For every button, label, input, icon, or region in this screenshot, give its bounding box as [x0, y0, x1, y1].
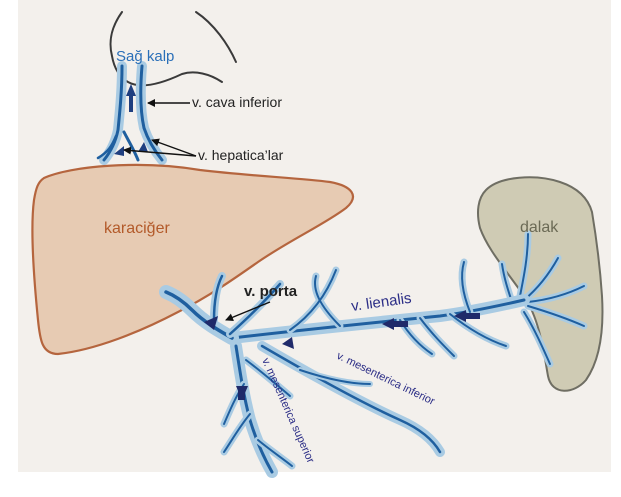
hepatic-label: v. hepatica’lar [198, 147, 284, 163]
heart-label: Sağ kalp [116, 48, 174, 65]
splenic-flow-arrow-2-shaft [466, 313, 480, 319]
splenic-flow-arrow-1-shaft [394, 321, 408, 327]
smv-flow-arrow-shaft [238, 386, 245, 400]
portal-label: v. porta [244, 283, 298, 300]
spleen-label: dalak [520, 219, 559, 236]
liver-label: karaciğer [104, 220, 170, 237]
ivc-label: v. cava inferior [192, 94, 282, 110]
